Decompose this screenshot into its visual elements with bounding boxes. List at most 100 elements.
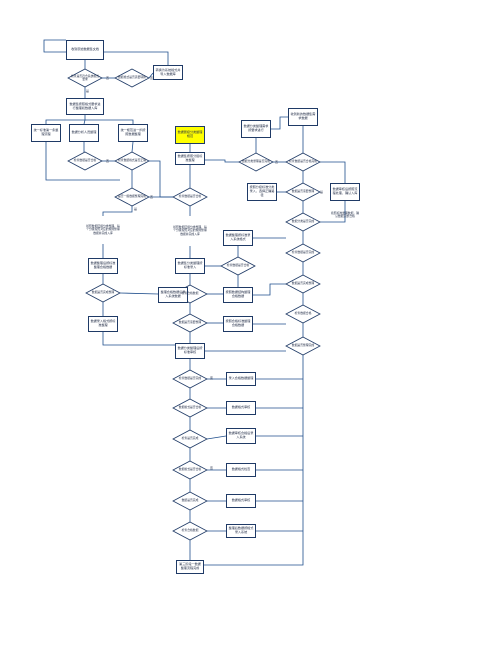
connector-line <box>85 119 134 124</box>
node-main-process: 数据集按照格式要求进行整理和数据入库 <box>66 98 104 115</box>
edge-label-no: 否 <box>106 159 110 163</box>
decision-diamond-dR7 <box>285 304 321 324</box>
edge-label-no: 否 <box>210 376 214 380</box>
node-col-4: 数据格式检查 <box>226 463 256 477</box>
node-end: 第三阶段一数据整理流程完成 <box>176 560 204 574</box>
connector-line <box>131 141 134 153</box>
connector-line <box>148 72 154 79</box>
node-left-2: 整理合格数据后录入系统数据 <box>158 287 188 303</box>
connector-line <box>271 116 288 130</box>
decision-label-dR3: 数据是否需要整理 <box>291 189 315 194</box>
decision-label-dR7: 检查数据合格 <box>294 311 312 316</box>
decision-diamond-d2 <box>114 68 150 88</box>
text-block-left: 按照数据层级分类整理，每个分级按照对应的规则整理数据并完成入库 <box>86 223 120 235</box>
connector-line <box>204 355 304 566</box>
connector-line <box>320 201 346 223</box>
decision-label-dA: 检查数据是否合格 <box>73 158 97 163</box>
decision-label-dC2: 数据格式是否合格 <box>178 405 202 410</box>
node-right-top: 收到新的数据集需求数据 <box>288 108 318 126</box>
decision-diamond-dL1 <box>85 283 121 303</box>
node-mid-3: 按照数据结构整理合格数据 <box>223 287 253 303</box>
node-after-highlight: 数据集按照分级标准整理 <box>175 152 205 165</box>
decision-diamond-dM3 <box>220 256 256 276</box>
decision-label-dC6: 检查合格数据 <box>181 528 199 533</box>
connector-line <box>102 332 175 346</box>
edge-label-no: 否 <box>210 466 214 470</box>
decision-diamond-dA <box>67 151 103 171</box>
node-col-5: 数据格式审核 <box>226 494 256 508</box>
node-left-3: 数据录入格式按标准整理 <box>88 316 118 332</box>
node-mid-2: 数据整理按标准录入系统格式 <box>223 230 253 246</box>
node-right-2: 数据分类整理需求按要求进行 <box>241 120 271 138</box>
decision-label-dR8: 数据是否整理完成 <box>291 343 315 348</box>
node-level-b: 数据分析人员整理 <box>69 124 99 142</box>
text-block-right: 按照标准整理数据，确认数据完整合格 <box>331 210 359 218</box>
connector-lines <box>43 39 346 566</box>
decision-diamond-dC5 <box>172 491 208 511</box>
decision-diamond-dR5 <box>285 243 321 263</box>
node-start: 收到原始数据集文档 <box>66 40 104 60</box>
decision-diamond-d1 <box>67 68 103 88</box>
node-level-a: 统一标准第一条整理流程 <box>31 124 61 142</box>
decision-label-dC5: 数据是否完成 <box>181 498 199 503</box>
decision-shapes <box>67 68 321 541</box>
decision-label-dM: 是否一级数据整理完成 <box>118 194 146 199</box>
decision-diamond-dM2 <box>172 187 208 207</box>
edge-label-yes: 是 <box>86 89 90 93</box>
edge-label-no: 否 <box>275 160 279 164</box>
node-left-1: 数据整理后按标准整理合格数据 <box>88 258 118 274</box>
decision-label-dR4: 数据分类是否完成 <box>291 219 315 224</box>
edge-label-no: 否 <box>106 76 110 80</box>
decision-diamond-dB <box>114 151 150 171</box>
edge-label-no: 否 <box>150 76 154 80</box>
node-col-1: 录入合格数据整理 <box>226 372 256 386</box>
decision-label-dM2: 检查数据是否合格 <box>178 194 202 199</box>
decision-diamond-dC4 <box>172 460 208 480</box>
node-proc-p1: 按照分级标准分类录入，选择正确路径 <box>247 183 277 201</box>
decision-diamond-dR1 <box>238 152 274 172</box>
node-proc-p2: 数据审核后按照流程处理，确认入库 <box>330 183 360 201</box>
decision-diamond-dR8 <box>285 336 321 356</box>
decision-label-dR5: 检查数据是否完成 <box>291 250 315 255</box>
text-block-mid: 按照数据层级分类整理，每个分级按照对应的规则整理数据并完成入库 <box>173 224 207 236</box>
decision-diamond-dR3 <box>285 182 321 202</box>
connector-line <box>102 206 133 216</box>
decision-label-dR2: 检查数据是否合格完成 <box>289 159 317 164</box>
decision-label-dC3: 检查是否完成 <box>181 436 199 441</box>
node-mid-5: 整理后数据按格式录入系统 <box>226 524 256 538</box>
decision-label-dC1: 检查数据是否完成 <box>178 376 202 381</box>
connector-line <box>45 115 86 124</box>
decision-label-dC4: 数据格式是否合格 <box>178 467 202 472</box>
decision-diamond-dC6 <box>172 521 208 541</box>
connector-line <box>83 119 86 125</box>
decision-label-dM5: 数据是否需要整理 <box>178 320 202 325</box>
decision-label-d2: 数据格式是否需要转换 <box>118 75 146 80</box>
decision-label-dR6: 数据是否完成整理 <box>291 281 315 286</box>
decision-diamond-dC3 <box>172 429 208 449</box>
node-convert-process: 转换为系统格式并导入数据库 <box>153 65 183 80</box>
decision-diamond-dR4 <box>285 212 321 232</box>
decision-diamond-dC2 <box>172 398 208 418</box>
decision-diamond-dM <box>114 187 150 207</box>
connector-line <box>43 39 169 72</box>
decision-diamond-dM5 <box>172 313 208 333</box>
node-mid-4: 数据分类整理后按标准审核 <box>175 343 205 359</box>
decision-diamond-dR2 <box>285 152 321 172</box>
node-mid-a: 按照合格标准整理合格数据 <box>223 316 253 332</box>
decision-diamond-dR6 <box>285 274 321 294</box>
decision-label-d1: 检查是否符合系统格式要求 <box>71 73 99 81</box>
connector-line <box>206 435 227 440</box>
node-highlighted: 数据层级分类整理规范 <box>175 126 205 144</box>
node-level-c: 统一规范进一步按照数据整理 <box>118 124 148 142</box>
decision-label-dM3: 检查数据是否合格 <box>226 263 250 268</box>
edge-label-yes: 是 <box>320 190 324 194</box>
connector-line <box>45 142 120 181</box>
connector-line <box>205 159 239 163</box>
decision-diamond-dC1 <box>172 369 208 389</box>
edge-label-yes: 是 <box>134 207 138 211</box>
edge-label-no: 否 <box>150 195 154 199</box>
decision-label-dL1: 数据是否完成整理 <box>91 290 115 295</box>
node-col-2: 数据格式审核 <box>226 401 256 415</box>
connector-line <box>253 283 286 296</box>
